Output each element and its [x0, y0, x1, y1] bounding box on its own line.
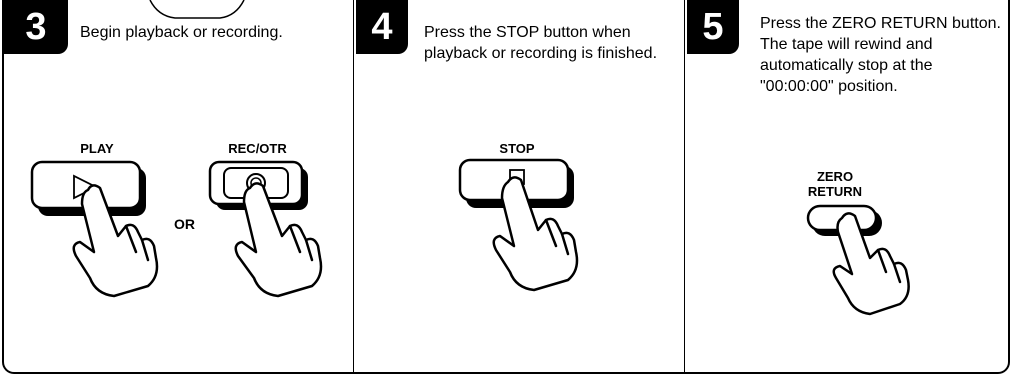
- divider-step-3-4: [353, 0, 354, 374]
- zero-return-label-line1: ZERO: [800, 169, 870, 184]
- stop-button-illustration: [458, 158, 598, 298]
- step-4-instruction: Press the STOP button when playback or r…: [424, 22, 682, 64]
- stop-button-label: STOP: [482, 141, 552, 156]
- step-5-instruction: Press the ZERO RETURN button. The tape w…: [760, 13, 1010, 97]
- rec-otr-button-label: REC/OTR: [210, 141, 305, 156]
- play-button-label: PLAY: [62, 141, 132, 156]
- rec-otr-button-illustration: [200, 160, 340, 300]
- play-button-illustration: [30, 160, 170, 300]
- step-5-number: 5: [687, 0, 739, 54]
- or-label: OR: [174, 216, 195, 232]
- divider-step-4-5: [684, 0, 685, 374]
- zero-return-button-label: ZERO RETURN: [800, 169, 870, 199]
- step-3-instruction: Begin playback or recording.: [80, 22, 350, 43]
- zero-return-button-illustration: [808, 204, 928, 324]
- zero-return-label-line2: RETURN: [800, 184, 870, 199]
- step-3-number: 3: [4, 0, 68, 54]
- step-4-number: 4: [356, 0, 408, 54]
